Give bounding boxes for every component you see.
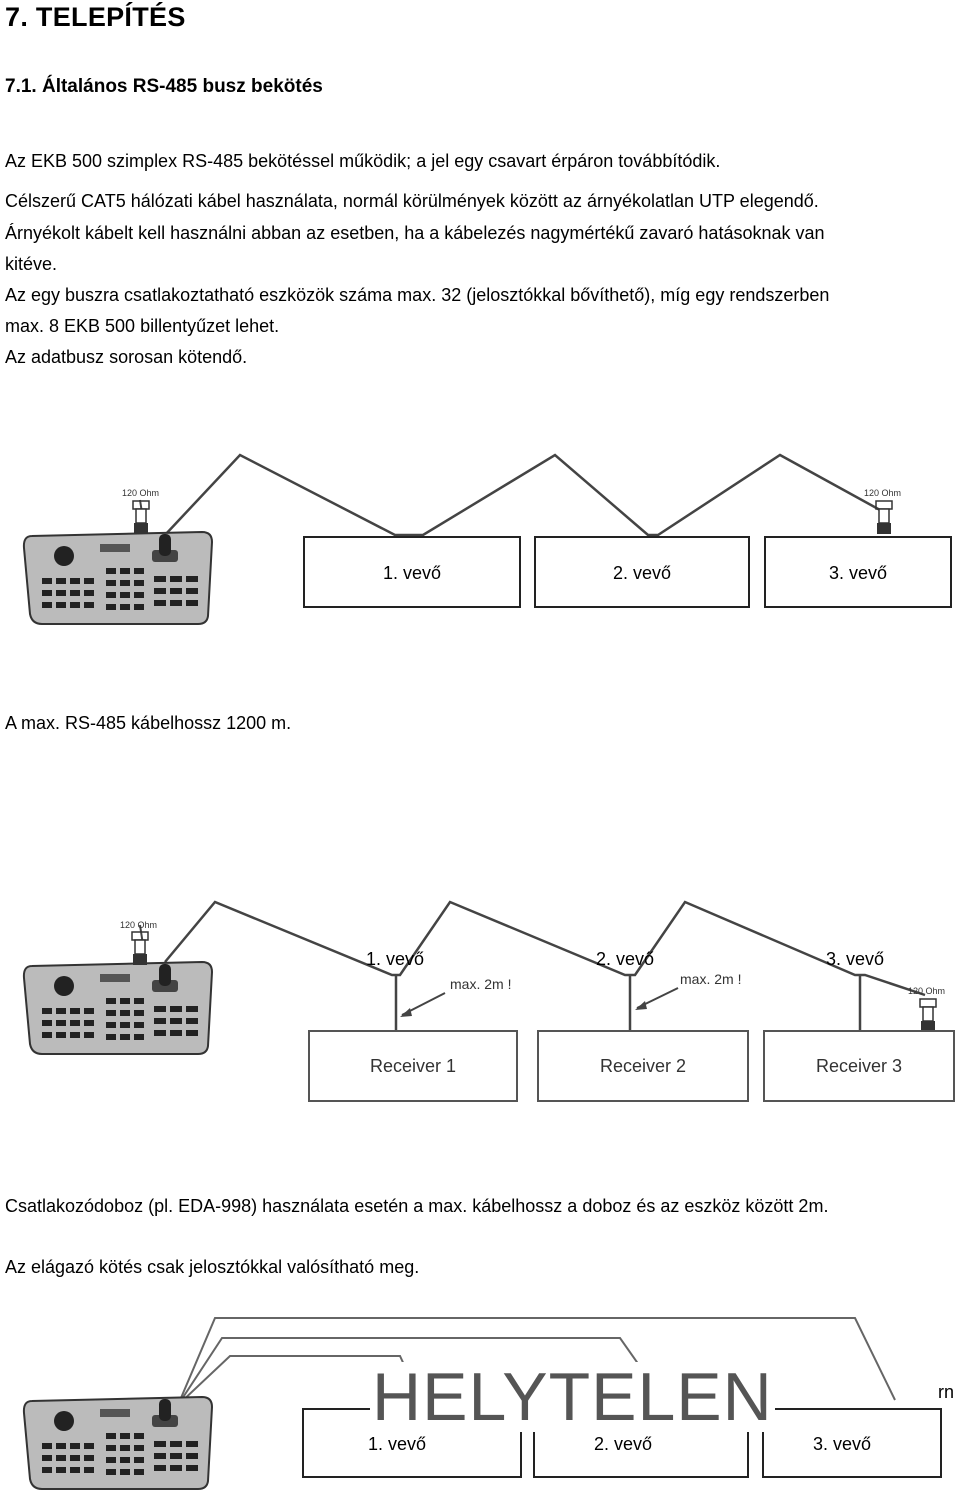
paragraph-line: Árnyékolt kábelt kell használni abban az… — [5, 223, 825, 243]
receiver-box — [763, 1030, 955, 1102]
max-length-label: max. 2m ! — [450, 976, 512, 992]
receiver-label: 1. vevő — [365, 949, 425, 969]
receiver-label: 2. vevő — [612, 563, 672, 583]
receiver-box — [764, 536, 952, 608]
receiver-label: 1. vevő — [382, 563, 442, 583]
diagram-caption: Az elágazó kötés csak jelosztókkal valós… — [5, 1257, 420, 1277]
diagram-caption: A max. RS-485 kábelhossz 1200 m. — [5, 713, 292, 733]
terminator-label: 120 Ohm — [122, 488, 160, 498]
receiver-label: 3. vevő — [825, 949, 885, 969]
receiver-box — [308, 1030, 518, 1102]
receiver-name: Receiver 3 — [815, 1056, 903, 1076]
diagram-caption: Csatlakozódoboz (pl. EDA-998) használata… — [5, 1196, 829, 1216]
keyboard-controller-icon — [22, 960, 214, 1055]
section-heading: 7. TELEPÍTÉS — [5, 2, 186, 32]
resistor-terminator-icon — [919, 998, 937, 1032]
receiver-box — [762, 1408, 942, 1478]
paragraph-line: kitéve. — [5, 254, 58, 274]
receiver-box — [537, 1030, 749, 1102]
receiver-name: Receiver 2 — [599, 1056, 687, 1076]
receiver-label: 3. vevő — [812, 1434, 872, 1454]
max-length-label: max. 2m ! — [680, 971, 742, 987]
terminator-label: 120 Ohm — [120, 920, 158, 930]
resistor-terminator-icon — [132, 500, 150, 534]
paragraph-line: Az egy buszra csatlakoztatható eszközök … — [5, 285, 830, 305]
receiver-label: 2. vevő — [595, 949, 655, 969]
resistor-terminator-icon — [875, 500, 893, 534]
paragraph-line: max. 8 EKB 500 billentyűzet lehet. — [5, 316, 280, 336]
terminator-label: 120 Ohm — [908, 986, 946, 996]
paragraph-line: Célszerű CAT5 hálózati kábel használata,… — [5, 191, 819, 211]
keyboard-controller-icon — [22, 1395, 214, 1490]
receiver-label: 1. vevő — [367, 1434, 427, 1454]
terminator-label: 120 Ohm — [864, 488, 902, 498]
paragraph-line: Az adatbusz sorosan kötendő. — [5, 347, 248, 367]
wrong-watermark: HELYTELEN — [370, 1359, 775, 1435]
resistor-terminator-icon — [131, 931, 149, 965]
receiver-name: Receiver 1 — [369, 1056, 457, 1076]
truncated-edge-text: rn — [938, 1382, 955, 1402]
receiver-label: 3. vevő — [828, 563, 888, 583]
keyboard-controller-icon — [22, 530, 214, 625]
subsection-heading: 7.1. Általános RS-485 busz bekötés — [5, 76, 323, 97]
receiver-box — [534, 536, 750, 608]
receiver-box — [303, 536, 521, 608]
paragraph-line: Az EKB 500 szimplex RS-485 bekötéssel mű… — [5, 151, 721, 171]
receiver-label: 2. vevő — [593, 1434, 653, 1454]
